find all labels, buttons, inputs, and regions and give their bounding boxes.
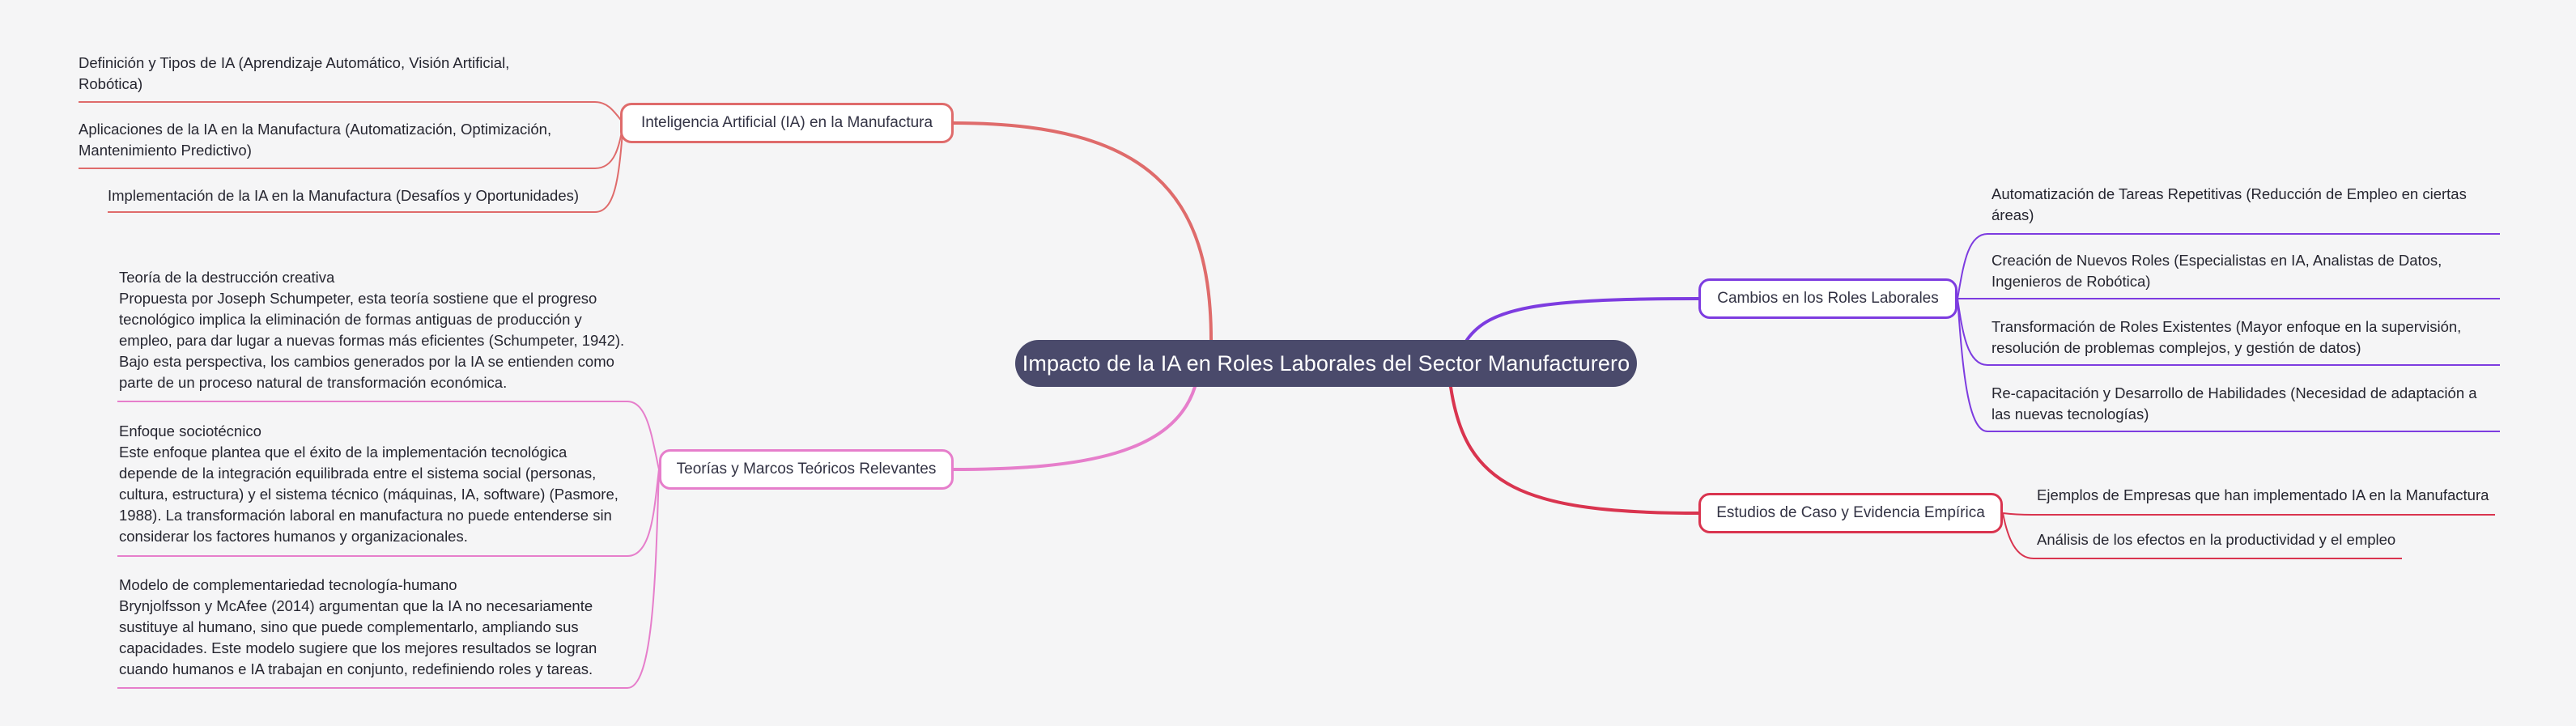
leaf-ejemplos-empresas[interactable]: Ejemplos de Empresas que han implementad… [2037, 485, 2523, 506]
branch-label: Inteligencia Artificial (IA) en la Manuf… [640, 114, 933, 131]
leaf-transformacion-roles[interactable]: Transformación de Roles Existentes (Mayo… [1992, 316, 2481, 359]
branch-cambios-roles[interactable]: Cambios en los Roles Laborales [1698, 278, 1958, 319]
leaf-creacion-nuevos-roles[interactable]: Creación de Nuevos Roles (Especialistas … [1992, 250, 2461, 292]
link-root-estudios [1449, 385, 1700, 515]
branch-label: Teorías y Marcos Teóricos Relevantes [676, 461, 937, 478]
leaf-analisis-efectos[interactable]: Análisis de los efectos en la productivi… [2037, 529, 2401, 550]
leaf-recapacitacion[interactable]: Re-capacitación y Desarrollo de Habilida… [1992, 383, 2477, 425]
leaf-text: Re-capacitación y Desarrollo de Habilida… [1992, 384, 2477, 422]
link-root-ia [952, 121, 1213, 342]
branch-estudios-caso[interactable]: Estudios de Caso y Evidencia Empírica [1698, 493, 2003, 533]
leaf-ia-implementacion[interactable]: Implementación de la IA en la Manufactur… [108, 185, 626, 206]
link-teorias-2 [117, 469, 660, 557]
leaf-modelo-complementariedad[interactable]: Modelo de complementariedad tecnología-h… [119, 575, 625, 680]
link-ia-3 [108, 122, 624, 213]
branch-label: Cambios en los Roles Laborales [1717, 290, 1939, 307]
link-teorias-1 [117, 401, 660, 470]
root-node[interactable]: Impacto de la IA en Roles Laborales del … [1015, 340, 1637, 387]
leaf-body: Propuesta por Joseph Schumpeter, esta te… [119, 290, 625, 391]
link-root-teorias [952, 385, 1197, 471]
leaf-enfoque-sociotecnico[interactable]: Enfoque sociotécnico Este enfoque plante… [119, 421, 625, 547]
leaf-ia-aplicaciones[interactable]: Aplicaciones de la IA en la Manufactura … [79, 119, 605, 161]
leaf-body: Brynjolfsson y McAfee (2014) argumentan … [119, 597, 597, 677]
link-cambios-1 [1957, 233, 2500, 299]
leaf-teoria-destruccion-creativa[interactable]: Teoría de la destrucción creativa Propue… [119, 267, 625, 393]
leaf-title: Modelo de complementariedad tecnología-h… [119, 576, 457, 593]
leaf-text: Transformación de Roles Existentes (Mayo… [1992, 318, 2462, 356]
root-label: Impacto de la IA en Roles Laborales del … [1022, 350, 1630, 376]
leaf-title: Enfoque sociotécnico [119, 422, 261, 439]
link-estudios-2 [2002, 512, 2402, 559]
leaf-body: Este enfoque plantea que el éxito de la … [119, 444, 618, 545]
leaf-text: Automatización de Tareas Repetitivas (Re… [1992, 185, 2467, 223]
leaf-text: Ejemplos de Empresas que han implementad… [2037, 486, 2489, 503]
link-cambios-3 [1957, 298, 2500, 366]
link-cambios-4 [1957, 298, 2500, 432]
branch-label: Estudios de Caso y Evidencia Empírica [1716, 504, 1985, 521]
link-root-cambios [1465, 297, 1700, 342]
branch-teorias-marcos[interactable]: Teorías y Marcos Teóricos Relevantes [659, 449, 954, 490]
leaf-text: Implementación de la IA en la Manufactur… [108, 187, 580, 204]
link-estudios-1 [2002, 512, 2495, 516]
leaf-ia-definicion[interactable]: Definición y Tipos de IA (Aprendizaje Au… [79, 53, 564, 95]
leaf-text: Aplicaciones de la IA en la Manufactura … [79, 121, 552, 159]
leaf-title: Teoría de la destrucción creativa [119, 269, 335, 286]
leaf-text: Análisis de los efectos en la productivi… [2037, 531, 2396, 548]
leaf-text: Creación de Nuevos Roles (Especialistas … [1992, 252, 2442, 290]
branch-ia-manufactura[interactable]: Inteligencia Artificial (IA) en la Manuf… [620, 103, 954, 143]
link-teorias-3 [117, 469, 660, 689]
leaf-automatizacion-tareas[interactable]: Automatización de Tareas Repetitivas (Re… [1992, 184, 2493, 226]
leaf-text: Definición y Tipos de IA (Aprendizaje Au… [79, 54, 510, 92]
